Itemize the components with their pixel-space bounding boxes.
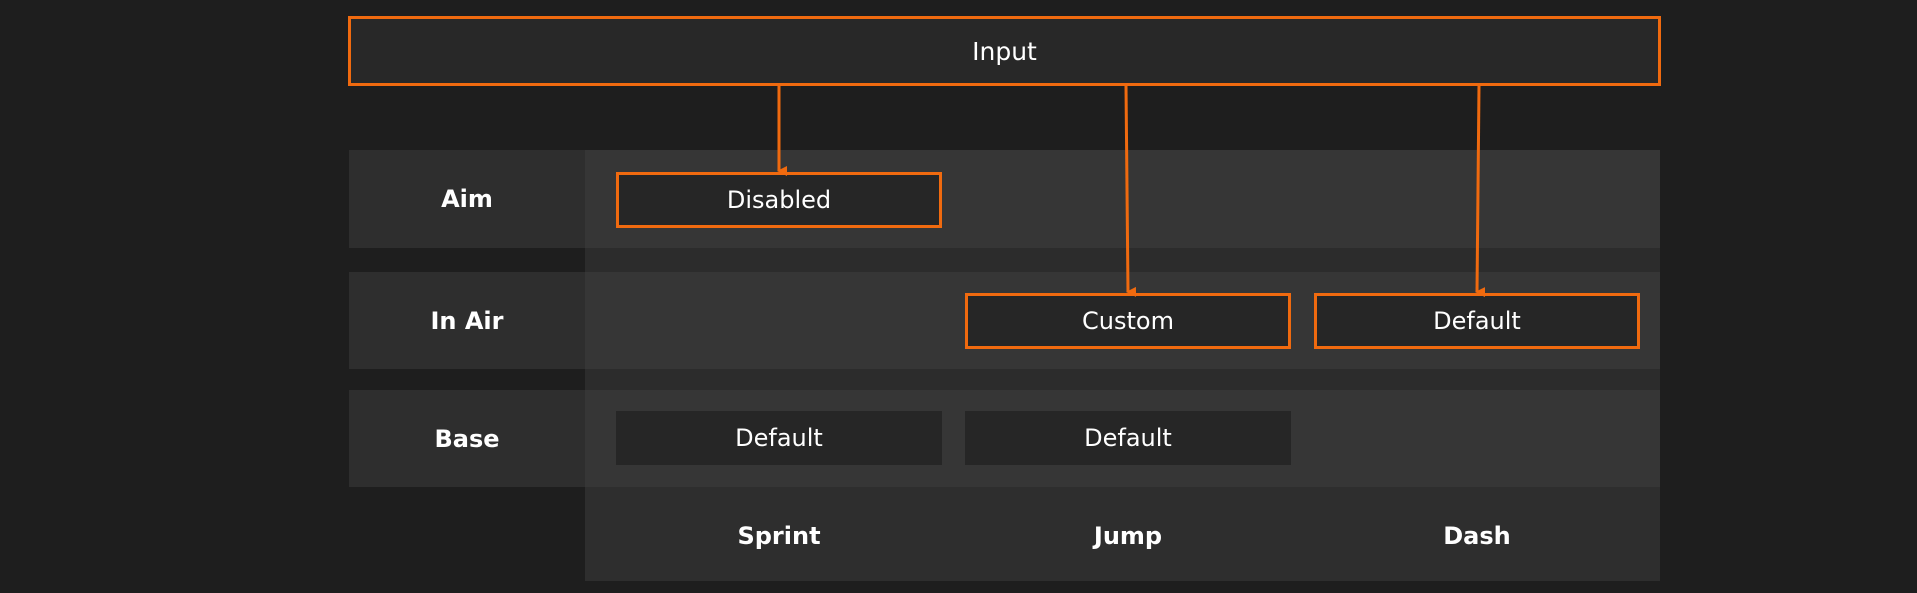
node-base-sprint: Default [616,411,942,465]
row-label-base: Base [349,390,585,487]
column-label-jump: Jump [1093,522,1163,550]
row-gap-band [585,369,1660,390]
node-inair-dash: Default [1314,293,1640,349]
column-label-band [585,487,1660,581]
column-label-dash: Dash [1443,522,1511,550]
row-label-aim: Aim [349,150,585,248]
node-inair-jump: Custom [965,293,1291,349]
row-label-in-air: In Air [349,272,585,369]
column-label-sprint: Sprint [737,522,821,550]
row-gap-band [585,248,1660,272]
node-base-jump: Default [965,411,1291,465]
input-box: Input [348,16,1661,86]
node-aim-sprint: Disabled [616,172,942,228]
